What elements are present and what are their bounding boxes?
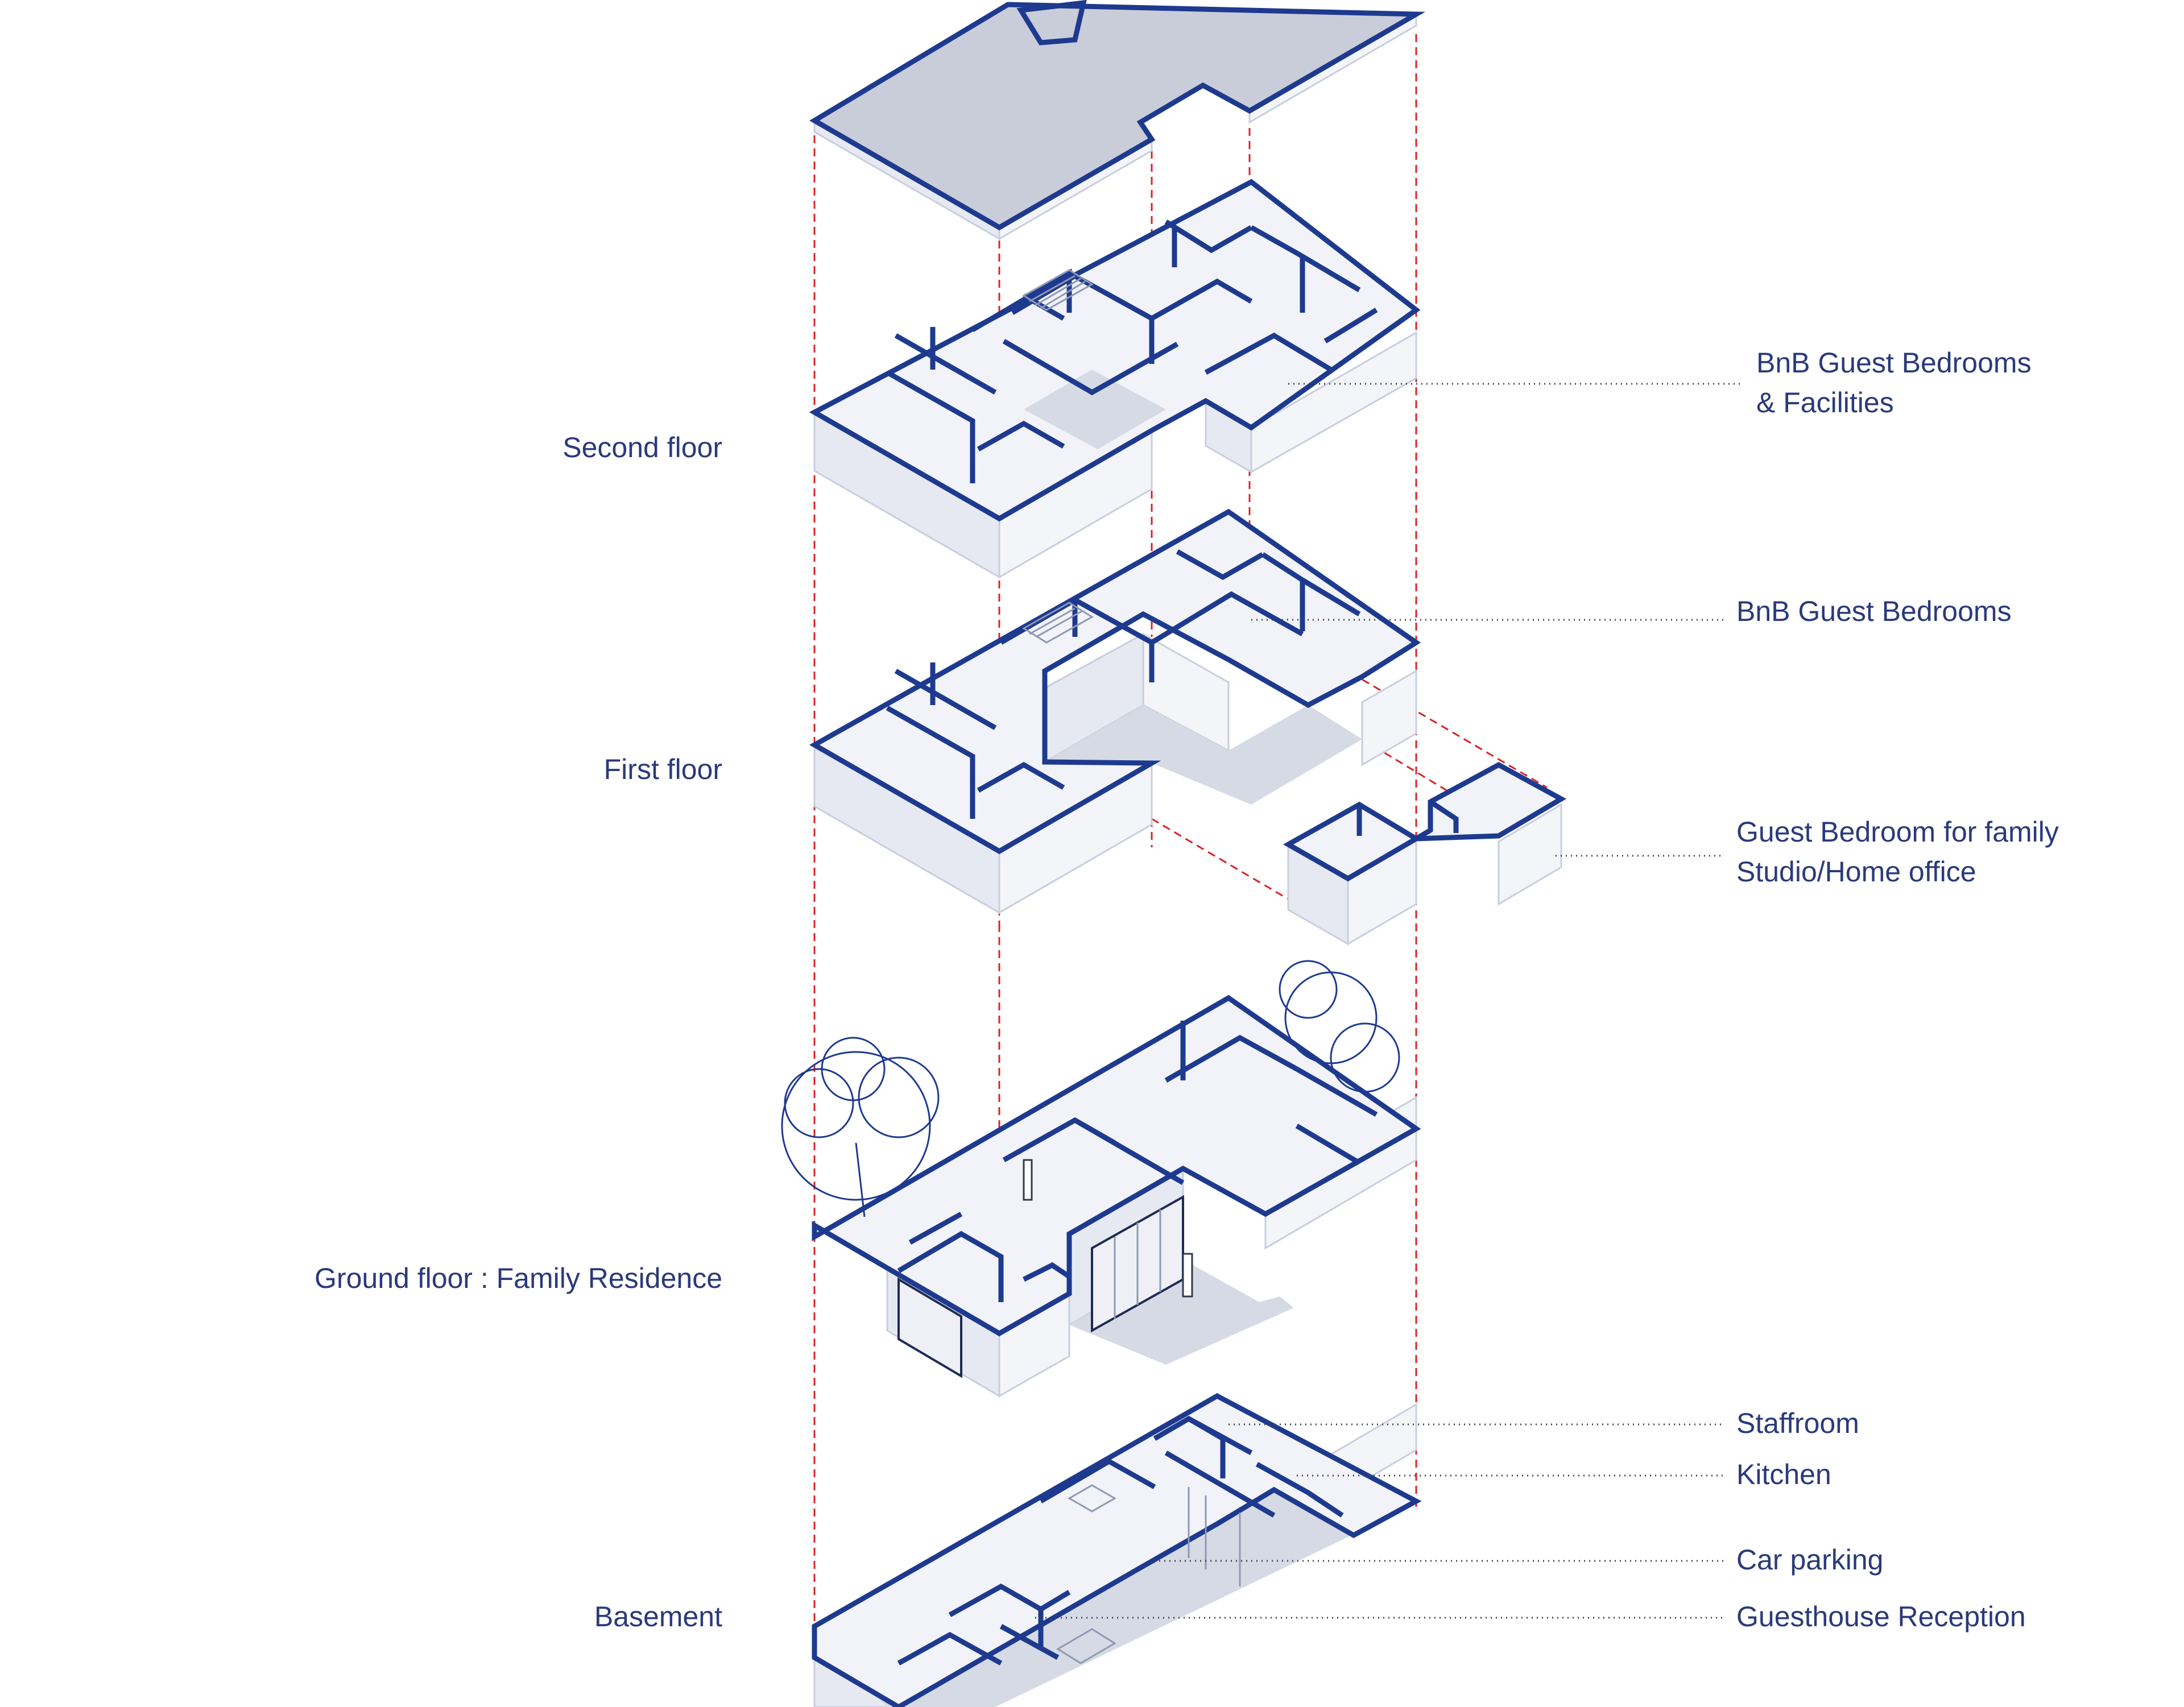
annotation-kitchen: Kitchen: [1736, 1459, 1831, 1490]
person-figure: [1023, 1159, 1033, 1201]
label-second-floor: Second floor: [562, 432, 722, 463]
annotation-studio-home-office: Studio/Home office: [1736, 856, 1976, 888]
annotation-bnb-bedrooms: BnB Guest Bedrooms: [1736, 595, 2012, 627]
annotation-bnb-bedrooms-facilities-line2: & Facilities: [1756, 387, 1894, 419]
annotation-bnb-bedrooms-facilities: BnB Guest Bedrooms & Facilities: [1756, 343, 2032, 422]
person-figure: [1182, 1253, 1193, 1298]
label-ground-floor: Ground floor : Family Residence: [315, 1262, 722, 1294]
annotation-guest-bedroom-family: Guest Bedroom for family: [1736, 816, 2059, 848]
annotation-guesthouse-reception: Guesthouse Reception: [1736, 1601, 2026, 1633]
ground-floor-model: [781, 960, 1421, 1398]
second-floor-model: [809, 179, 1421, 579]
annotation-guest-bedroom-studio: Guest Bedroom for family Studio/Home off…: [1736, 812, 2059, 892]
annotation-staffroom: Staffroom: [1736, 1407, 1859, 1439]
first-floor-model: [809, 508, 1567, 946]
label-first-floor: First floor: [603, 753, 722, 785]
basement-model: [812, 1393, 1422, 1707]
annotation-car-parking: Car parking: [1736, 1544, 1884, 1576]
label-basement: Basement: [594, 1601, 722, 1633]
leader-lines: [1035, 383, 1743, 1619]
tree-left: [781, 1037, 940, 1217]
tree-right: [1279, 960, 1400, 1093]
annotation-bnb-bedrooms-facilities-line1: BnB Guest Bedrooms: [1756, 347, 2032, 379]
roof-slab: [809, 0, 1426, 241]
